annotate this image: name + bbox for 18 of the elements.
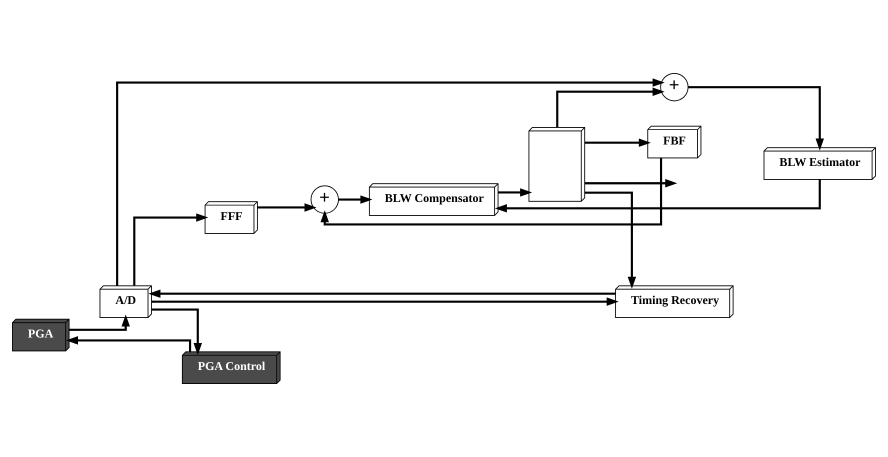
arrow [584,138,651,147]
arrow [66,336,192,352]
arrow [116,78,665,286]
node-circle: + [310,185,339,214]
arrow [133,213,208,286]
arrow [258,203,317,212]
arrow [498,188,532,197]
arrow [584,192,636,289]
arrow [338,195,372,204]
arrow [688,86,824,151]
arrow [152,308,202,356]
arrow [320,158,662,226]
node-circle: + [660,73,688,102]
arrow [584,179,678,188]
arrow [556,88,665,128]
arrow [152,297,619,306]
arrow [148,289,616,298]
arrow [69,314,130,331]
